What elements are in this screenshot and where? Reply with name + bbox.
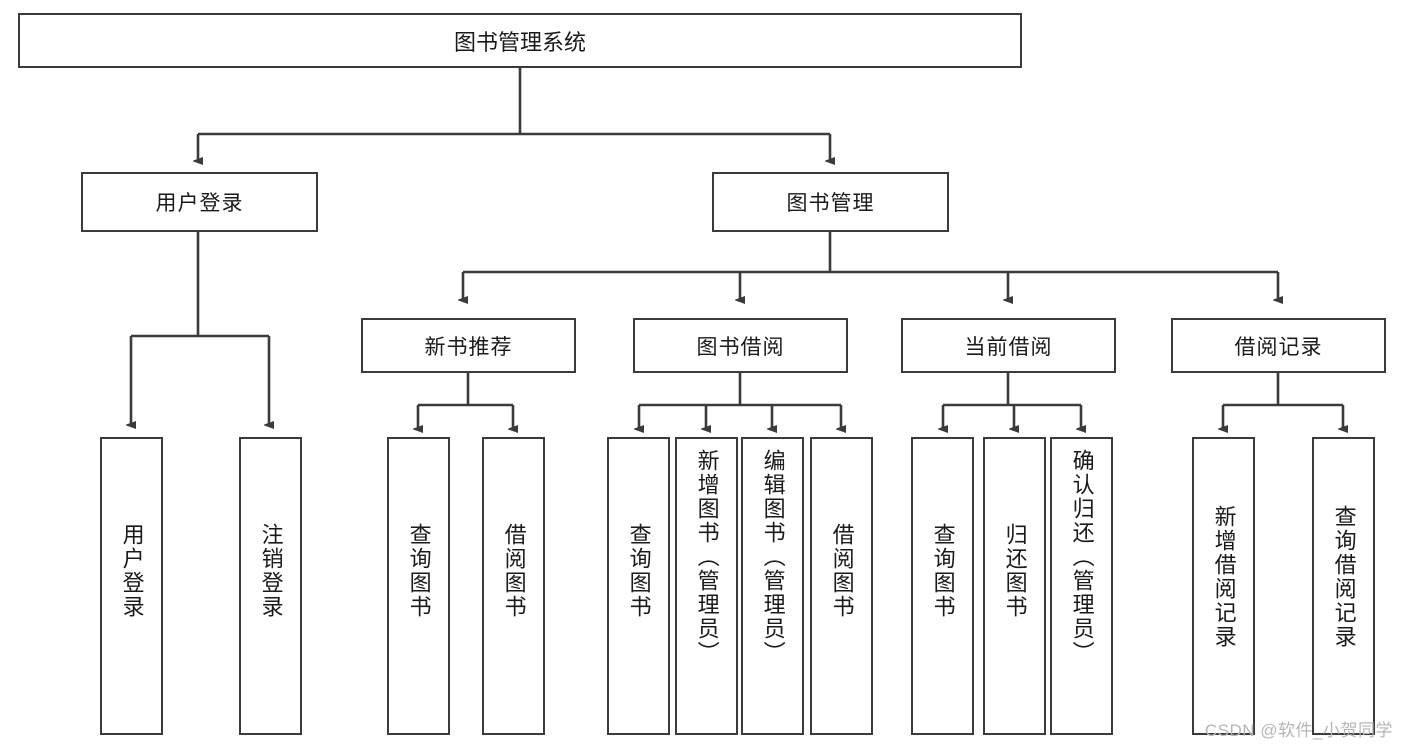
node-borrow-record[interactable]: 借阅记录 <box>1171 318 1386 373</box>
leaf-label: 查询图书 <box>626 523 652 619</box>
leaf-label: 确认归还（管理员） <box>1069 449 1095 665</box>
leaf-label: 借阅图书 <box>501 523 527 619</box>
leaf-record-add-record[interactable]: 新增借阅记录 <box>1192 437 1255 735</box>
leaf-current-query-book[interactable]: 查询图书 <box>911 437 974 735</box>
node-label: 新书推荐 <box>424 335 513 359</box>
node-book-borrow[interactable]: 图书借阅 <box>633 318 848 373</box>
node-user-login[interactable]: 用户登录 <box>81 172 318 232</box>
node-label: 图书管理系统 <box>453 29 586 55</box>
leaf-label: 查询图书 <box>930 523 956 619</box>
leaf-recommend-borrow-book[interactable]: 借阅图书 <box>482 437 545 735</box>
leaf-user-login-logout[interactable]: 注销登录 <box>239 437 302 735</box>
leaf-label: 新增借阅记录 <box>1211 505 1237 649</box>
leaf-label: 查询图书 <box>406 523 432 619</box>
leaf-borrow-query-book[interactable]: 查询图书 <box>607 437 670 735</box>
node-current-borrow[interactable]: 当前借阅 <box>901 318 1116 373</box>
leaf-label: 查询借阅记录 <box>1331 505 1357 649</box>
node-label: 图书管理 <box>786 192 875 215</box>
watermark: CSDN @软件_小贺同学 <box>1204 721 1393 740</box>
leaf-borrow-edit-book-admin[interactable]: 编辑图书（管理员） <box>741 437 804 735</box>
node-new-book-recommend[interactable]: 新书推荐 <box>361 318 576 373</box>
leaf-current-confirm-return-admin[interactable]: 确认归还（管理员） <box>1050 437 1113 735</box>
leaf-recommend-query-book[interactable]: 查询图书 <box>387 437 450 735</box>
leaf-borrow-add-book-admin[interactable]: 新增图书（管理员） <box>675 437 738 735</box>
leaf-label: 借阅图书 <box>829 523 855 619</box>
leaf-label: 注销登录 <box>258 523 284 619</box>
node-label: 图书借阅 <box>696 335 785 359</box>
node-label: 借阅记录 <box>1234 335 1323 359</box>
node-root-system[interactable]: 图书管理系统 <box>18 13 1022 68</box>
node-label: 用户登录 <box>155 192 244 215</box>
leaf-label: 编辑图书（管理员） <box>760 449 786 665</box>
leaf-borrow-borrow-book[interactable]: 借阅图书 <box>810 437 873 735</box>
node-label: 当前借阅 <box>964 335 1053 359</box>
leaf-label: 新增图书（管理员） <box>694 449 720 665</box>
leaf-label: 归还图书 <box>1002 523 1028 619</box>
leaf-record-query-record[interactable]: 查询借阅记录 <box>1312 437 1375 735</box>
node-book-management[interactable]: 图书管理 <box>712 172 949 232</box>
leaf-user-login-login[interactable]: 用户登录 <box>100 437 163 735</box>
leaf-current-return-book[interactable]: 归还图书 <box>983 437 1046 735</box>
leaf-label: 用户登录 <box>119 523 145 619</box>
